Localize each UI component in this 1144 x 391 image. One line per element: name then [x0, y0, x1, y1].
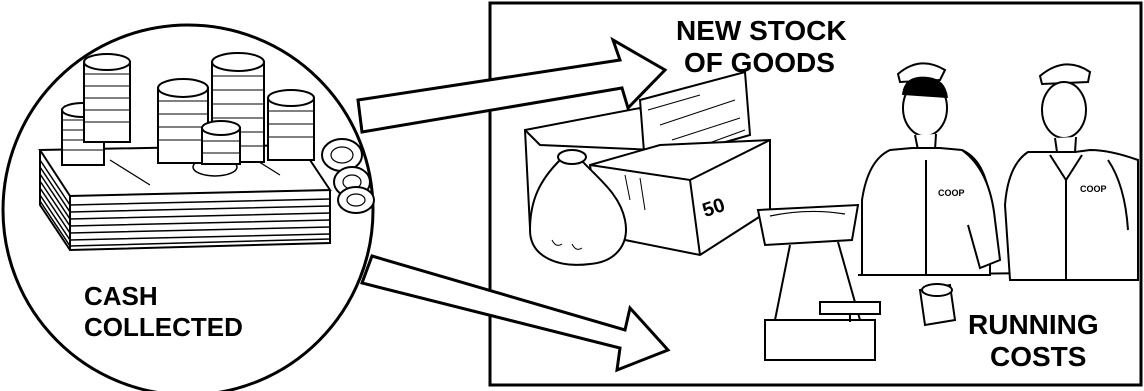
weighing-scale-icon — [756, 203, 881, 361]
sack-icon — [528, 149, 627, 266]
cash-label-line2: COLLECTED — [84, 312, 243, 342]
stock-label-line1: NEW STOCK — [676, 15, 847, 46]
costs-label-line1: RUNNING — [968, 309, 1099, 340]
badge-man: COOP — [1080, 184, 1107, 194]
cash-label-line1: CASH — [84, 281, 158, 311]
loose-coins-icon — [321, 138, 375, 214]
badge-woman: COOP — [938, 188, 965, 198]
cash-circle: CASH COLLECTED — [1, 23, 375, 391]
stock-label-line2: OF GOODS — [684, 47, 835, 78]
worker-man-icon — [1003, 63, 1139, 281]
coin-stacks-icon — [61, 52, 315, 166]
costs-label-line2: COSTS — [990, 341, 1086, 372]
worker-woman-icon — [861, 62, 1002, 327]
arrow-to-stock — [356, 36, 668, 134]
arrow-to-running-costs — [360, 254, 671, 373]
